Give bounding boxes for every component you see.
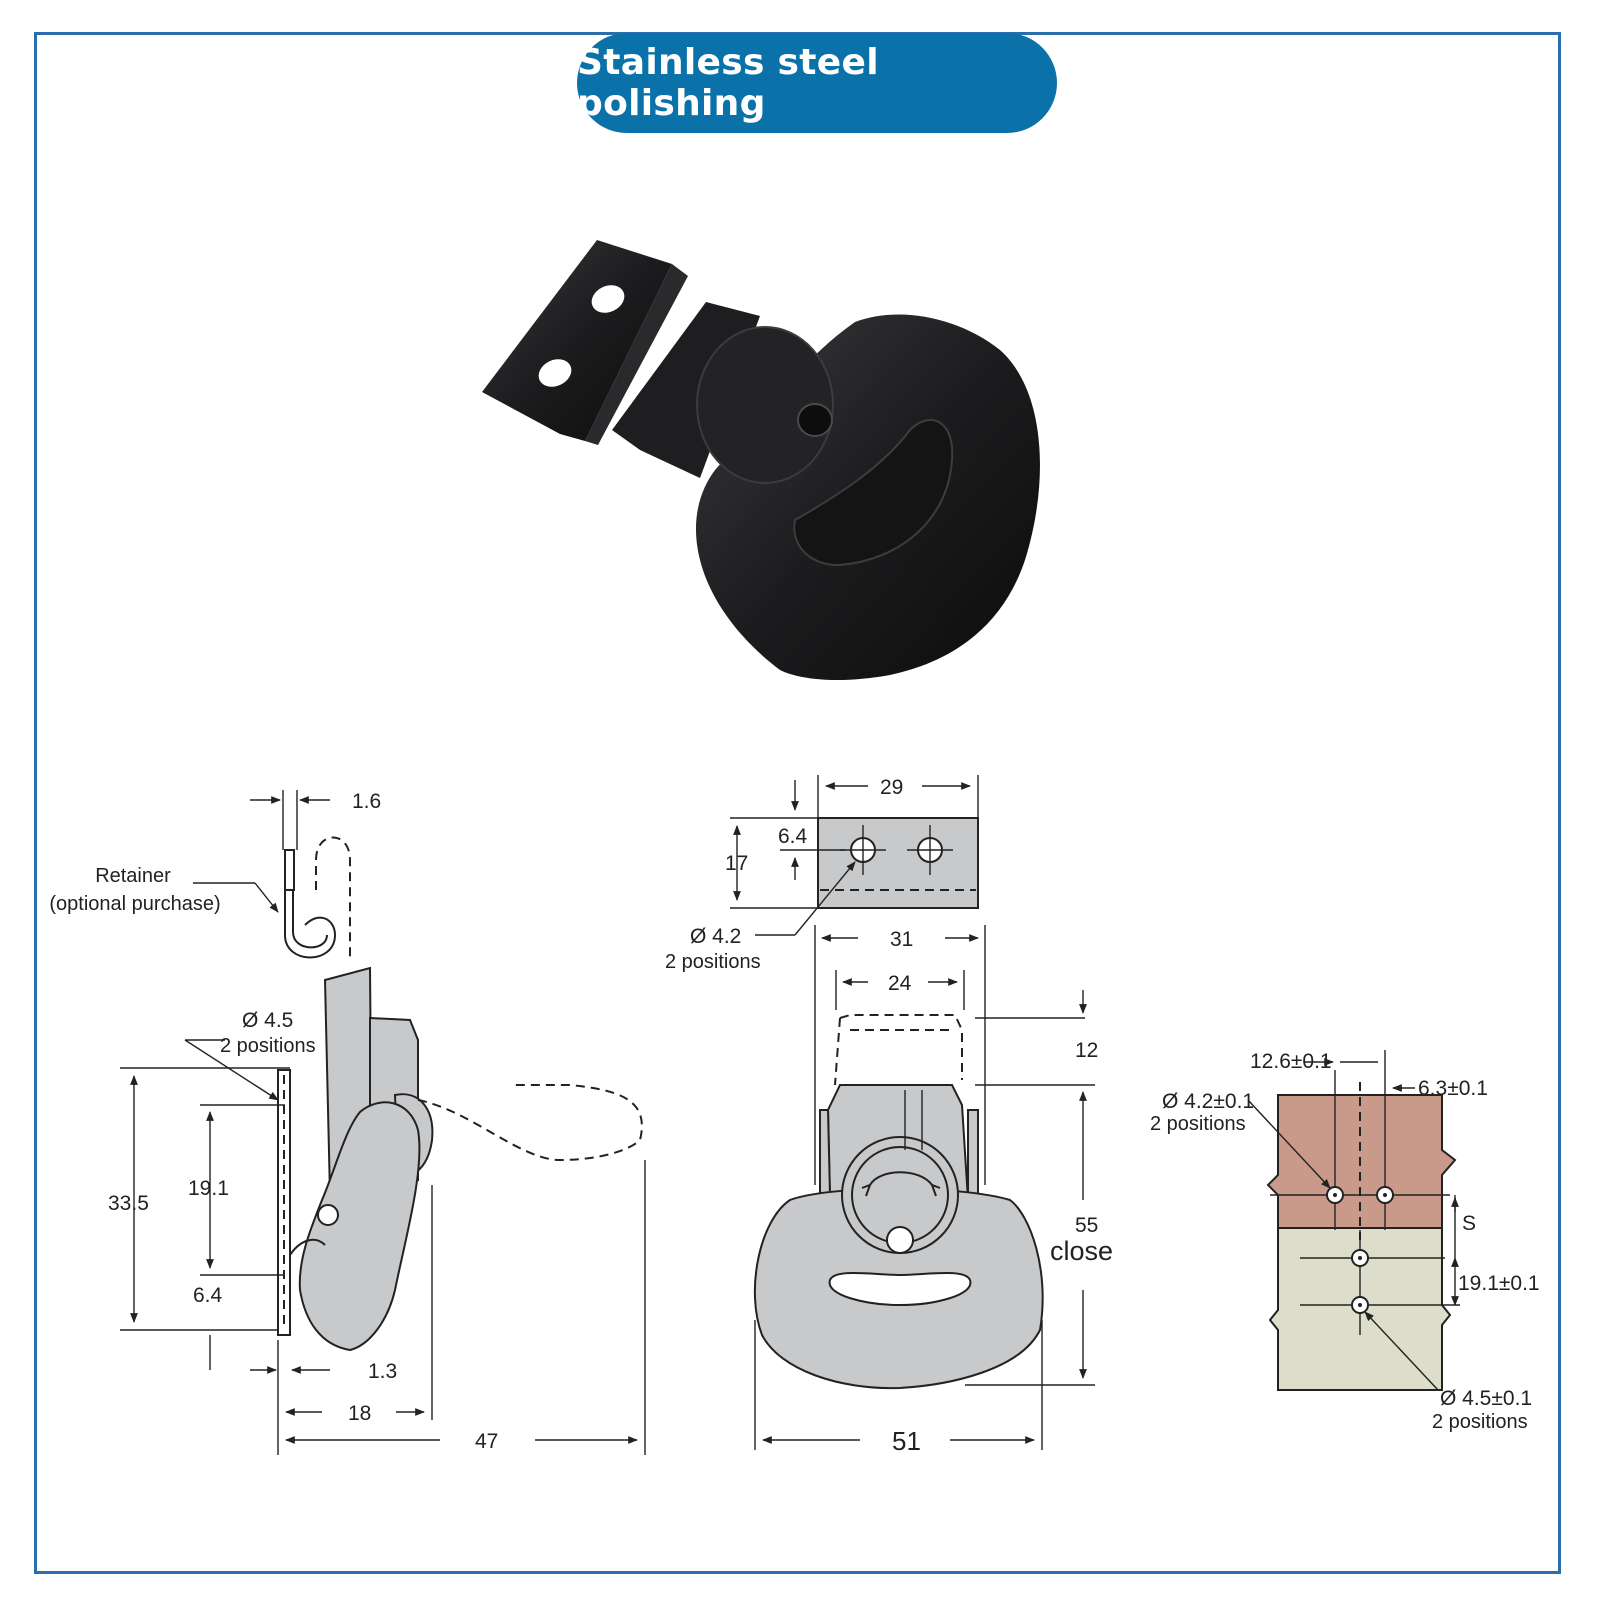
dim-hole-spacing-upper: 12.6±0.1 — [1250, 1050, 1332, 1073]
dim-bottom-offset: 6.4 — [193, 1284, 223, 1307]
keeper-hole-label: Ø 4.2 — [690, 925, 741, 948]
dim-outer-width: 31 — [890, 928, 913, 951]
gap-symbol: S — [1462, 1212, 1476, 1235]
upper-hole-note: 2 positions — [1150, 1113, 1246, 1135]
keeper-plate-photo — [482, 240, 688, 445]
dim-offset: 6.3±0.1 — [1418, 1077, 1488, 1100]
dim-depth: 18 — [348, 1402, 371, 1425]
mounting-pattern-drawing: 12.6±0.1 6.3±0.1 Ø 4.2±0.1 2 positions S… — [1150, 1050, 1540, 1433]
front-view-drawing: 29 17 6.4 Ø 4.2 2 positions 31 24 — [665, 775, 1113, 1456]
dim-keeper-height: 17 — [725, 852, 748, 875]
title-banner: Stainless steel polishing — [577, 33, 1057, 133]
dim-keeper-hole-offset: 6.4 — [778, 825, 808, 848]
dim-thickness: 1.6 — [352, 790, 381, 813]
retainer-label: Retainer — [95, 865, 171, 887]
lower-hole-label: Ø 4.5±0.1 — [1440, 1387, 1532, 1410]
dim-closed-height: 55 — [1075, 1214, 1098, 1237]
dim-plate-offset: 1.3 — [368, 1360, 397, 1383]
latch-lever — [298, 1101, 421, 1352]
door-panel — [1266, 1094, 1457, 1229]
latch-body-photo — [612, 302, 1040, 681]
dim-keeper-width: 29 — [880, 776, 903, 799]
dim-base-width: 51 — [892, 1426, 921, 1456]
side-hole-label: Ø 4.5 — [242, 1009, 293, 1032]
keeper-hole-note: 2 positions — [665, 951, 761, 973]
dim-inner-width: 24 — [888, 972, 912, 995]
dim-height: 33.5 — [108, 1192, 149, 1215]
side-hole-note: 2 positions — [220, 1035, 316, 1057]
finger-grip-slot — [828, 1271, 972, 1307]
closed-note: close — [1050, 1236, 1113, 1266]
keeper-open-outline — [834, 1014, 963, 1086]
upper-hole-label: Ø 4.2±0.1 — [1162, 1090, 1254, 1113]
retainer-note: (optional purchase) — [49, 893, 220, 915]
retainer-open-position — [315, 836, 351, 960]
keeper-plate — [817, 817, 979, 909]
side-view-drawing: 1.6 33.5 19.1 6.4 1.3 18 47 Retainer (op… — [49, 790, 646, 1455]
dim-hole-spacing: 19.1 — [188, 1177, 229, 1200]
dim-gap: 12 — [1075, 1039, 1098, 1062]
lever-open-position — [417, 1084, 643, 1162]
retainer-hook — [284, 850, 337, 959]
latch-product-photo — [482, 240, 1040, 681]
dim-vertical-spacing: 19.1±0.1 — [1458, 1272, 1540, 1295]
lower-hole-note: 2 positions — [1432, 1411, 1528, 1433]
dim-total-depth: 47 — [475, 1430, 498, 1453]
